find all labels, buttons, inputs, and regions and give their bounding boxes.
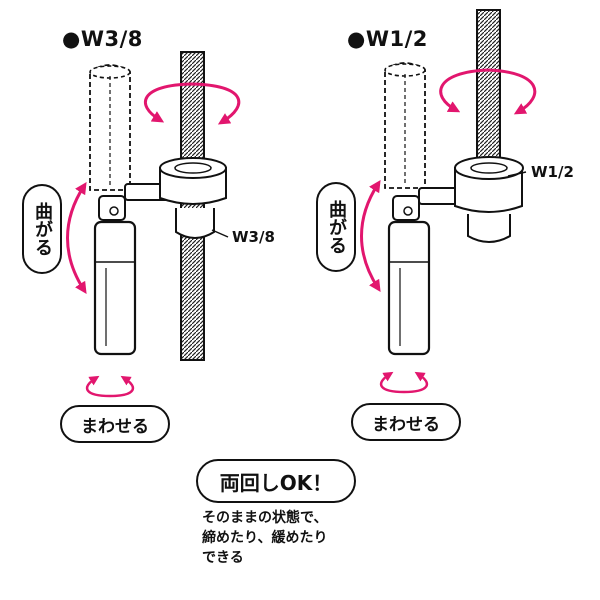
right-handle-rotate-arrow <box>379 371 429 394</box>
left-bend-arrow <box>66 181 87 295</box>
right-bend-arrow <box>360 179 381 293</box>
right-handle-lower <box>387 220 431 356</box>
both-directions-badge-text: 両回しOK！ <box>219 470 333 495</box>
right-rotate-text: まわせる <box>372 414 440 435</box>
caption-line-3: できる <box>202 550 244 566</box>
left-handle-rotate-arrow <box>85 375 135 398</box>
left-size-callout: W3/8 <box>232 228 275 246</box>
left-handle-lower <box>93 220 137 356</box>
left-rotate-label: まわせる <box>60 405 170 443</box>
left-bend-text: 曲がる <box>32 202 53 256</box>
caption: そのままの状態で、 締めたり、緩めたり できる <box>202 508 327 568</box>
left-threaded-rod <box>180 51 205 361</box>
right-socket-head <box>454 167 523 213</box>
right-size-callout: W1/2 <box>531 163 574 181</box>
right-bend-label: 曲がる <box>316 182 356 272</box>
right-rotate-label: まわせる <box>351 403 461 441</box>
right-title: ●W1/2 <box>347 27 428 51</box>
caption-line-1: そのままの状態で、 <box>202 510 328 526</box>
left-rod-rotate-arrow <box>143 82 241 125</box>
left-bend-label: 曲がる <box>22 184 62 274</box>
caption-line-2: 締めたり、緩めたり <box>202 530 328 546</box>
right-bend-text: 曲がる <box>326 200 347 254</box>
both-directions-badge: 両回しOK！ <box>196 459 356 503</box>
left-title: ●W3/8 <box>62 27 143 51</box>
left-assembly <box>66 51 241 398</box>
right-assembly <box>360 9 537 394</box>
left-rotate-text: まわせる <box>81 416 149 437</box>
right-rod-rotate-arrow <box>439 68 537 115</box>
